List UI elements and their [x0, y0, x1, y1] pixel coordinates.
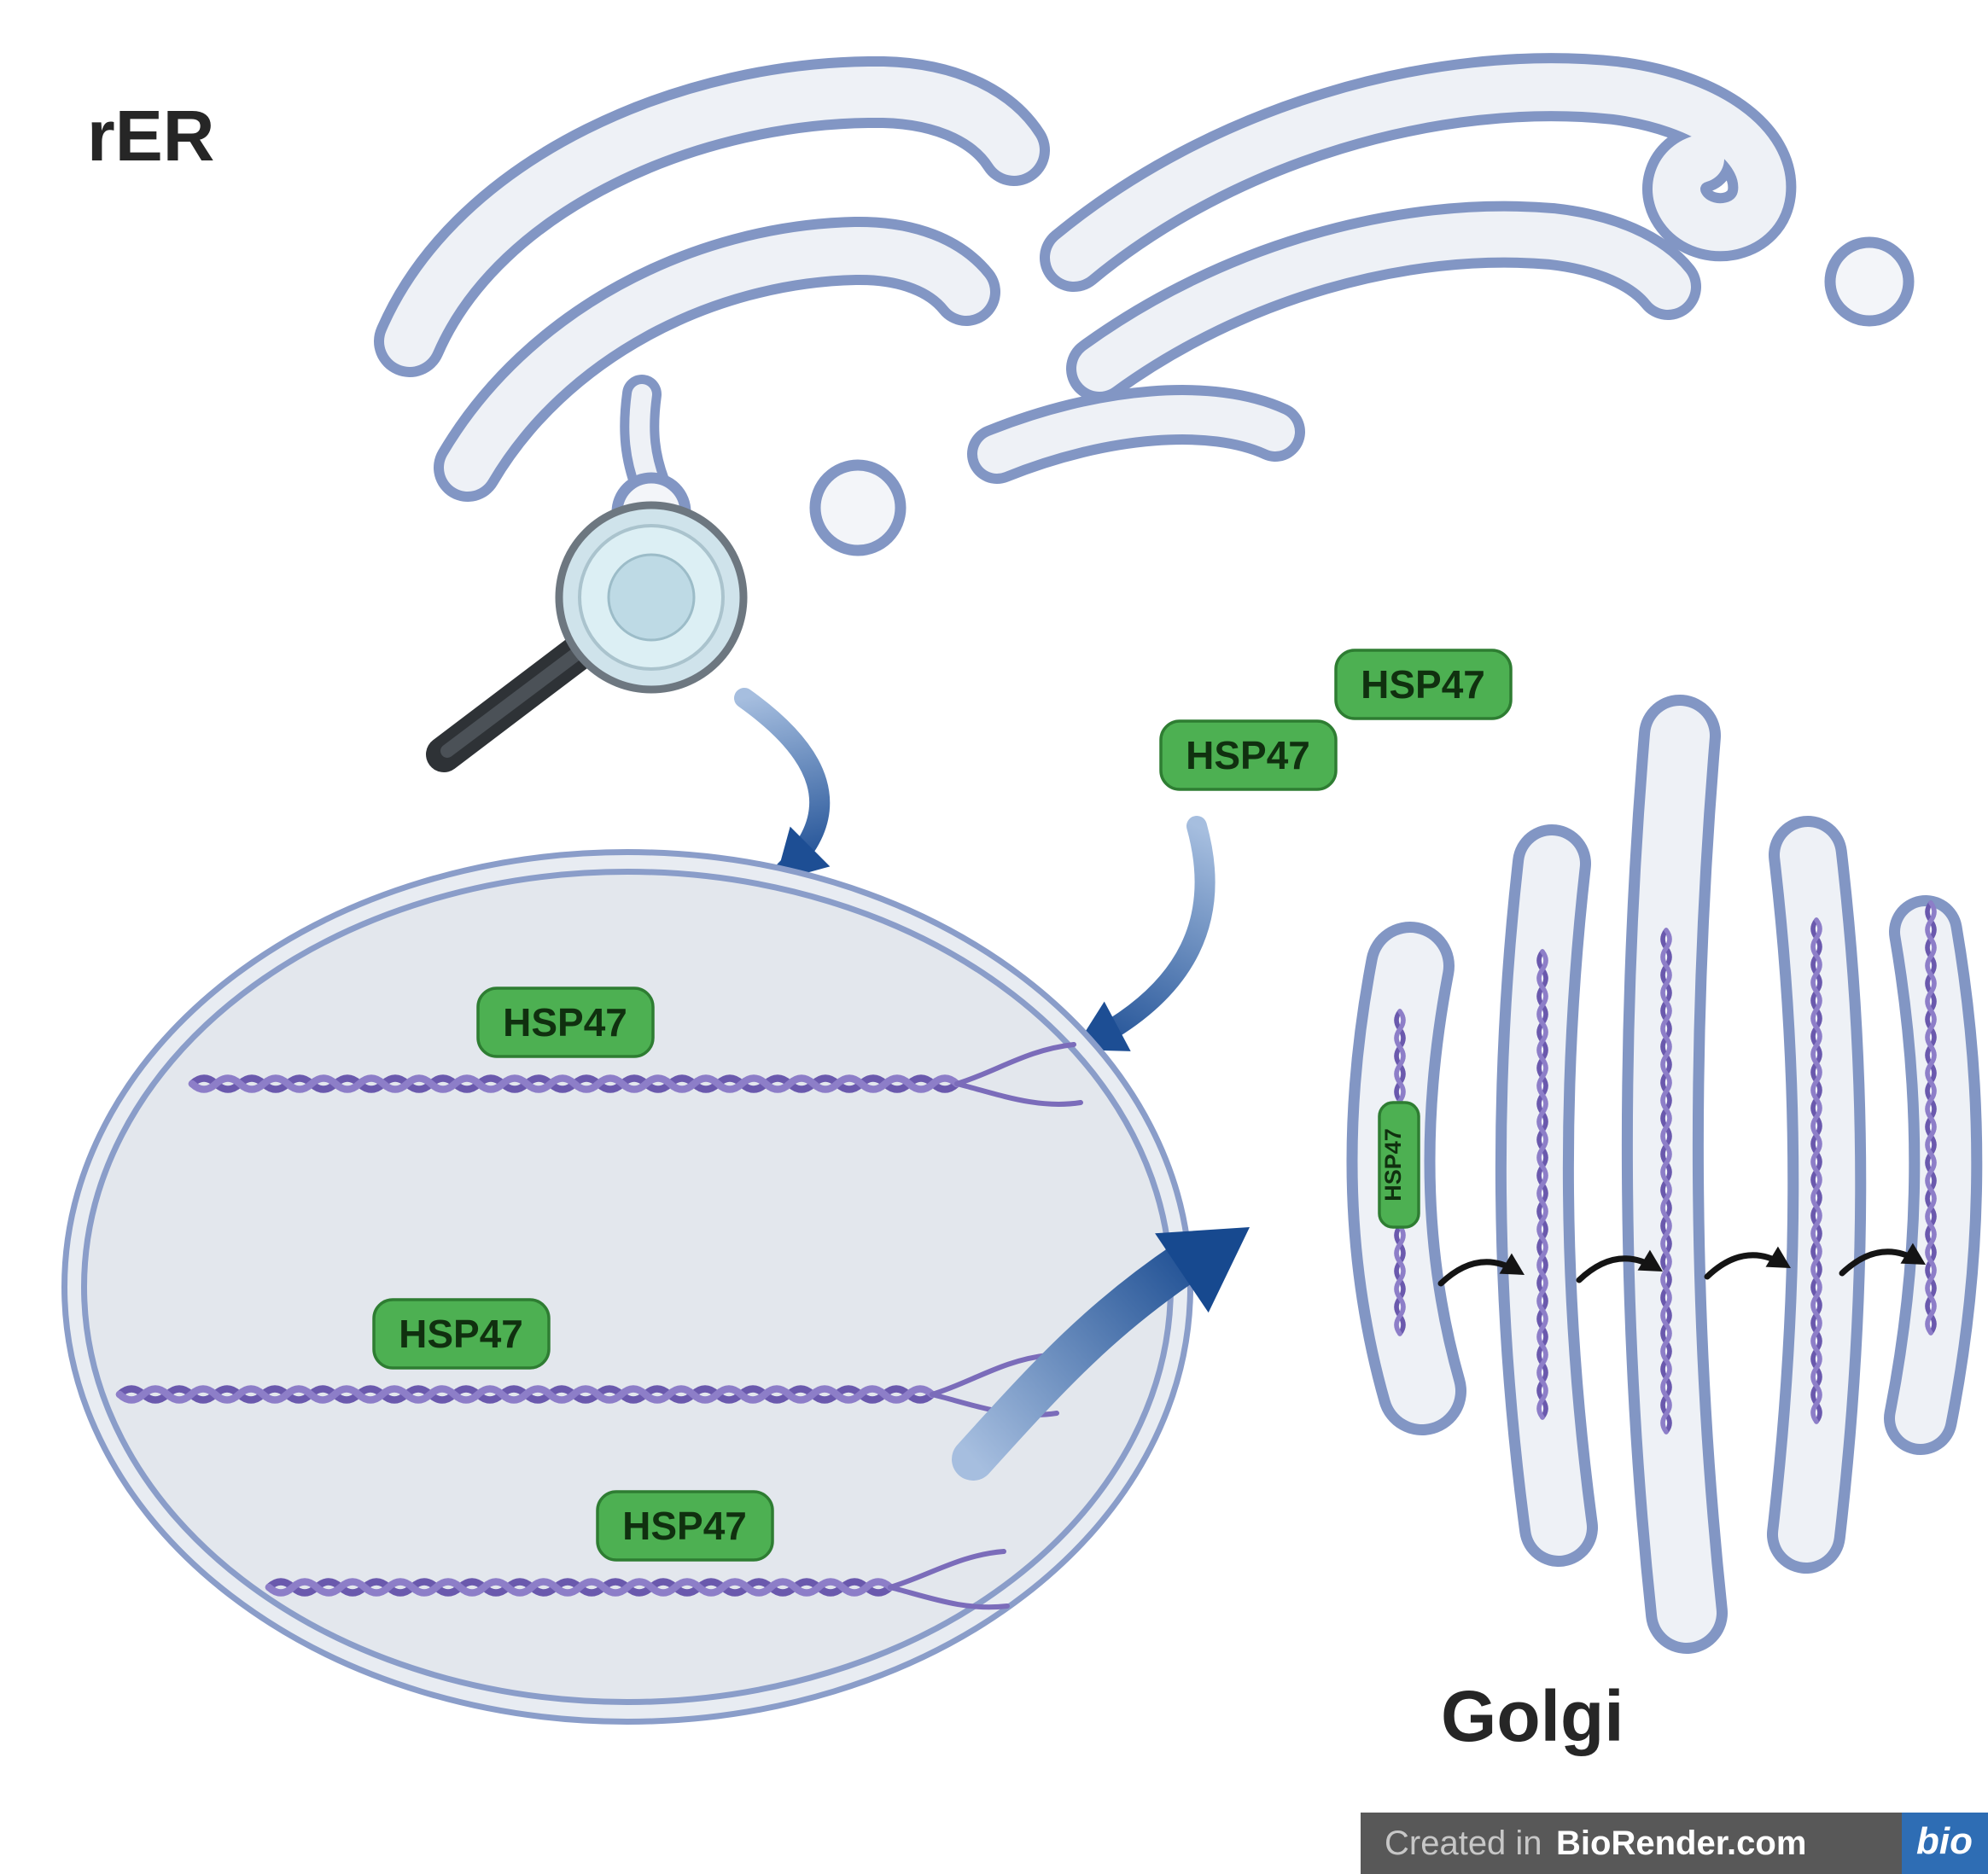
biorender-logo-box: [1902, 1813, 1988, 1874]
hsp47-badge: HSP47: [372, 1298, 551, 1370]
hsp47-label: HSP47: [399, 1312, 523, 1356]
arrowhead: [1499, 1253, 1525, 1275]
golgi-apparatus: HSP47: [1379, 736, 1945, 1613]
hsp47-badge: HSP47: [1159, 719, 1338, 791]
magnified-vesicle: [607, 553, 696, 642]
hsp47-label: HSP47: [1361, 662, 1485, 707]
collagen-strand: [265, 1578, 895, 1597]
collagen-strand: [115, 1385, 936, 1404]
collagen-frayed-end: [954, 1042, 1083, 1107]
arrowhead: [1900, 1243, 1926, 1265]
hsp47-badge-golgi: HSP47: [1378, 1101, 1420, 1229]
hsp47-badge: HSP47: [476, 986, 655, 1058]
arrowhead: [1765, 1246, 1791, 1268]
magnifier-icon: [426, 501, 748, 772]
golgi-collagen-strand: [1660, 928, 1672, 1435]
watermark-brand: BioRender.com: [1556, 1825, 1806, 1862]
hsp47-label: HSP47: [1380, 1128, 1406, 1202]
hsp47-label: HSP47: [622, 1504, 747, 1548]
hsp47-label: HSP47: [503, 1000, 627, 1045]
golgi-collagen-strand: [1925, 900, 1937, 1336]
golgi-collagen-strand: [1810, 917, 1822, 1424]
golgi-collagen-strand: [1536, 949, 1548, 1420]
magnifier-handle-highlight: [440, 646, 585, 758]
watermark-background: [1361, 1813, 1902, 1874]
arrowhead: [1637, 1249, 1663, 1272]
collagen-strand: [188, 1074, 961, 1093]
er-vesicle: [1824, 236, 1915, 327]
svg-text:Created in BioRender.com: Created in BioRender.com: [1385, 1825, 1806, 1862]
watermark-bar: Created in BioRender.com bio: [1361, 1813, 1988, 1874]
er-vesicle: [809, 459, 907, 556]
biorender-logo-icon: bio: [1916, 1820, 1973, 1862]
golgi-cisterna: [1663, 736, 1687, 1613]
rer-cisterna: [1099, 235, 1668, 369]
hsp47-label: HSP47: [1186, 733, 1310, 777]
collagen-frayed-end: [888, 1549, 1010, 1610]
arrowhead: [1155, 1227, 1250, 1313]
label-golgi: Golgi: [1441, 1676, 1624, 1756]
hsp47-badge: HSP47: [596, 1490, 774, 1562]
rer-cisterna: [468, 251, 966, 468]
er-lumen-vesicle: HSP47 HSP47 HSP47: [61, 849, 1193, 1725]
label-rer: rER: [87, 96, 214, 176]
rer-cisterna: [997, 415, 1275, 454]
transport-arrow-to-golgi: [952, 1227, 1250, 1481]
hsp47-badge: HSP47: [1334, 649, 1513, 720]
golgi-transport-arrows: [1437, 1243, 1926, 1287]
rer-membranes: [410, 87, 1915, 556]
watermark-prefix: Created in: [1385, 1825, 1542, 1862]
